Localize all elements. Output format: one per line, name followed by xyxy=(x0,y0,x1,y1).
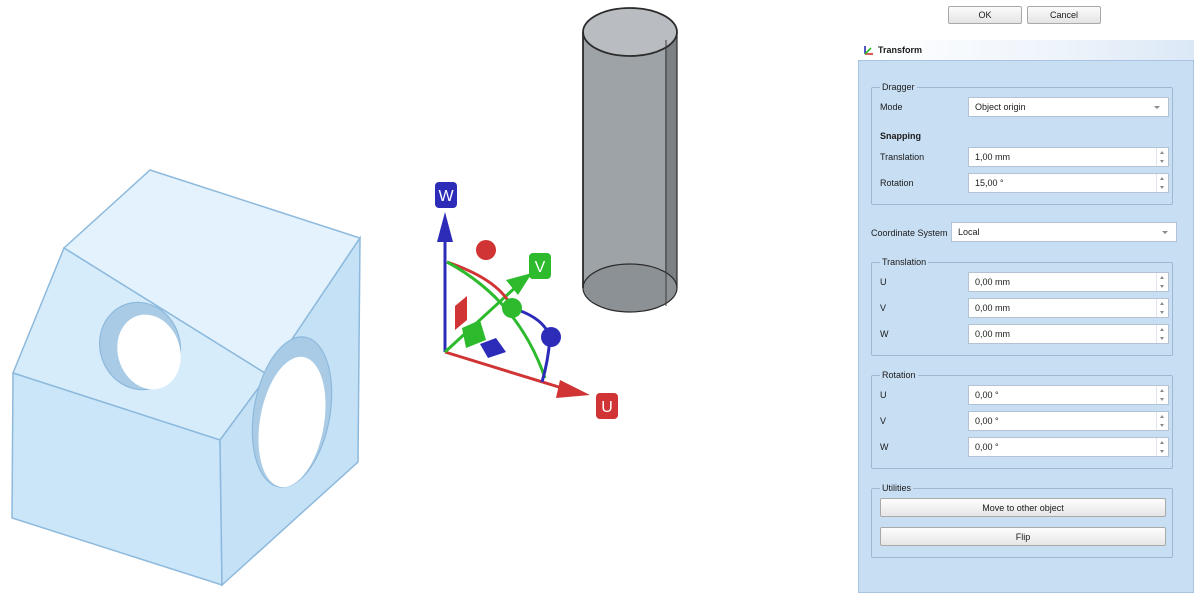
rotation-v-input[interactable]: 0,00 ° xyxy=(968,411,1169,431)
rotation-u-value: 0,00 ° xyxy=(975,390,999,400)
translation-group-title: Translation xyxy=(880,257,929,268)
coordinate-system-value: Local xyxy=(958,227,980,237)
coordinate-system-combobox[interactable]: Local xyxy=(951,222,1177,242)
svg-text:U: U xyxy=(601,399,613,416)
spinner-arrows-icon[interactable] xyxy=(1156,438,1168,456)
transform-panel-title: Transform xyxy=(878,45,923,55)
translation-u-value: 0,00 mm xyxy=(975,277,1011,287)
w-axis-arrow[interactable] xyxy=(437,212,453,242)
translation-u-input[interactable]: 0,00 mm xyxy=(968,272,1169,292)
utilities-group: Utilities Move to other object Flip xyxy=(871,483,1173,558)
move-to-other-object-button[interactable]: Move to other object xyxy=(880,498,1166,517)
snapping-rotation-input[interactable]: 15,00 ° xyxy=(968,173,1169,193)
u-axis-arrow[interactable] xyxy=(556,380,590,398)
ok-button[interactable]: OK xyxy=(948,6,1022,24)
v-axis-arrow[interactable] xyxy=(506,273,532,295)
cylinder-part[interactable] xyxy=(582,7,678,313)
utilities-group-title: Utilities xyxy=(880,483,914,494)
viewport-canvas[interactable]: W V U xyxy=(0,0,858,600)
w-axis-label: W xyxy=(435,182,457,208)
spinner-arrows-icon[interactable] xyxy=(1156,386,1168,404)
spinner-arrows-icon[interactable] xyxy=(1156,174,1168,192)
plane-handle-vw[interactable] xyxy=(455,296,467,330)
rotation-handle-w[interactable] xyxy=(541,327,561,347)
snapping-rotation-value: 15,00 ° xyxy=(975,178,1004,188)
rotation-w-value: 0,00 ° xyxy=(975,442,999,452)
rotation-handle-u[interactable] xyxy=(476,240,496,260)
spinner-arrows-icon[interactable] xyxy=(1156,148,1168,166)
translation-v-label: V xyxy=(880,303,887,313)
mode-combobox[interactable]: Object origin xyxy=(968,97,1169,117)
mode-value: Object origin xyxy=(975,102,1026,112)
snapping-translation-input[interactable]: 1,00 mm xyxy=(968,147,1169,167)
rotation-group-title: Rotation xyxy=(880,370,918,381)
transform-panel-header: Transform xyxy=(858,40,1194,60)
snapping-translation-label: Translation xyxy=(880,152,925,162)
v-axis-label: V xyxy=(529,253,551,279)
block-part[interactable] xyxy=(11,169,362,587)
rotation-u-input[interactable]: 0,00 ° xyxy=(968,385,1169,405)
plane-handle-uv[interactable] xyxy=(462,320,486,348)
rotation-w-input[interactable]: 0,00 ° xyxy=(968,437,1169,457)
transform-icon xyxy=(863,45,874,56)
transform-panel: Dragger Mode Object origin Snapping Tran… xyxy=(858,60,1194,593)
flip-button[interactable]: Flip xyxy=(880,527,1166,546)
spinner-arrows-icon[interactable] xyxy=(1156,299,1168,317)
cancel-button[interactable]: Cancel xyxy=(1027,6,1101,24)
snapping-rotation-label: Rotation xyxy=(880,178,914,188)
svg-text:V: V xyxy=(535,259,546,276)
spinner-arrows-icon[interactable] xyxy=(1156,325,1168,343)
spinner-arrows-icon[interactable] xyxy=(1156,412,1168,430)
translation-w-value: 0,00 mm xyxy=(975,329,1011,339)
rotation-group: Rotation U 0,00 ° V 0,00 ° W 0,00 ° xyxy=(871,370,1173,469)
translation-w-label: W xyxy=(880,329,889,339)
translation-group: Translation U 0,00 mm V 0,00 mm W 0,00 m… xyxy=(871,257,1173,356)
translation-u-label: U xyxy=(880,277,887,287)
3d-viewport[interactable]: W V U xyxy=(0,0,858,600)
rotation-u-label: U xyxy=(880,390,887,400)
svg-text:W: W xyxy=(438,188,454,205)
dragger-group-title: Dragger xyxy=(880,82,917,93)
coordinate-system-label: Coordinate System xyxy=(871,228,948,238)
mode-label: Mode xyxy=(880,102,903,112)
chevron-down-icon xyxy=(1162,231,1168,234)
spinner-arrows-icon[interactable] xyxy=(1156,273,1168,291)
rotation-w-label: W xyxy=(880,442,889,452)
snapping-label: Snapping xyxy=(880,131,921,141)
chevron-down-icon xyxy=(1154,106,1160,109)
rotation-v-value: 0,00 ° xyxy=(975,416,999,426)
translation-v-input[interactable]: 0,00 mm xyxy=(968,298,1169,318)
plane-handle-uw[interactable] xyxy=(480,338,506,358)
dragger-group: Dragger Mode Object origin Snapping Tran… xyxy=(871,82,1173,205)
u-axis-label: U xyxy=(596,393,618,419)
transform-dragger[interactable]: W V U xyxy=(435,182,618,419)
snapping-translation-value: 1,00 mm xyxy=(975,152,1011,162)
rotation-handle-v[interactable] xyxy=(502,298,522,318)
translation-w-input[interactable]: 0,00 mm xyxy=(968,324,1169,344)
rotation-v-label: V xyxy=(880,416,887,426)
translation-v-value: 0,00 mm xyxy=(975,303,1011,313)
